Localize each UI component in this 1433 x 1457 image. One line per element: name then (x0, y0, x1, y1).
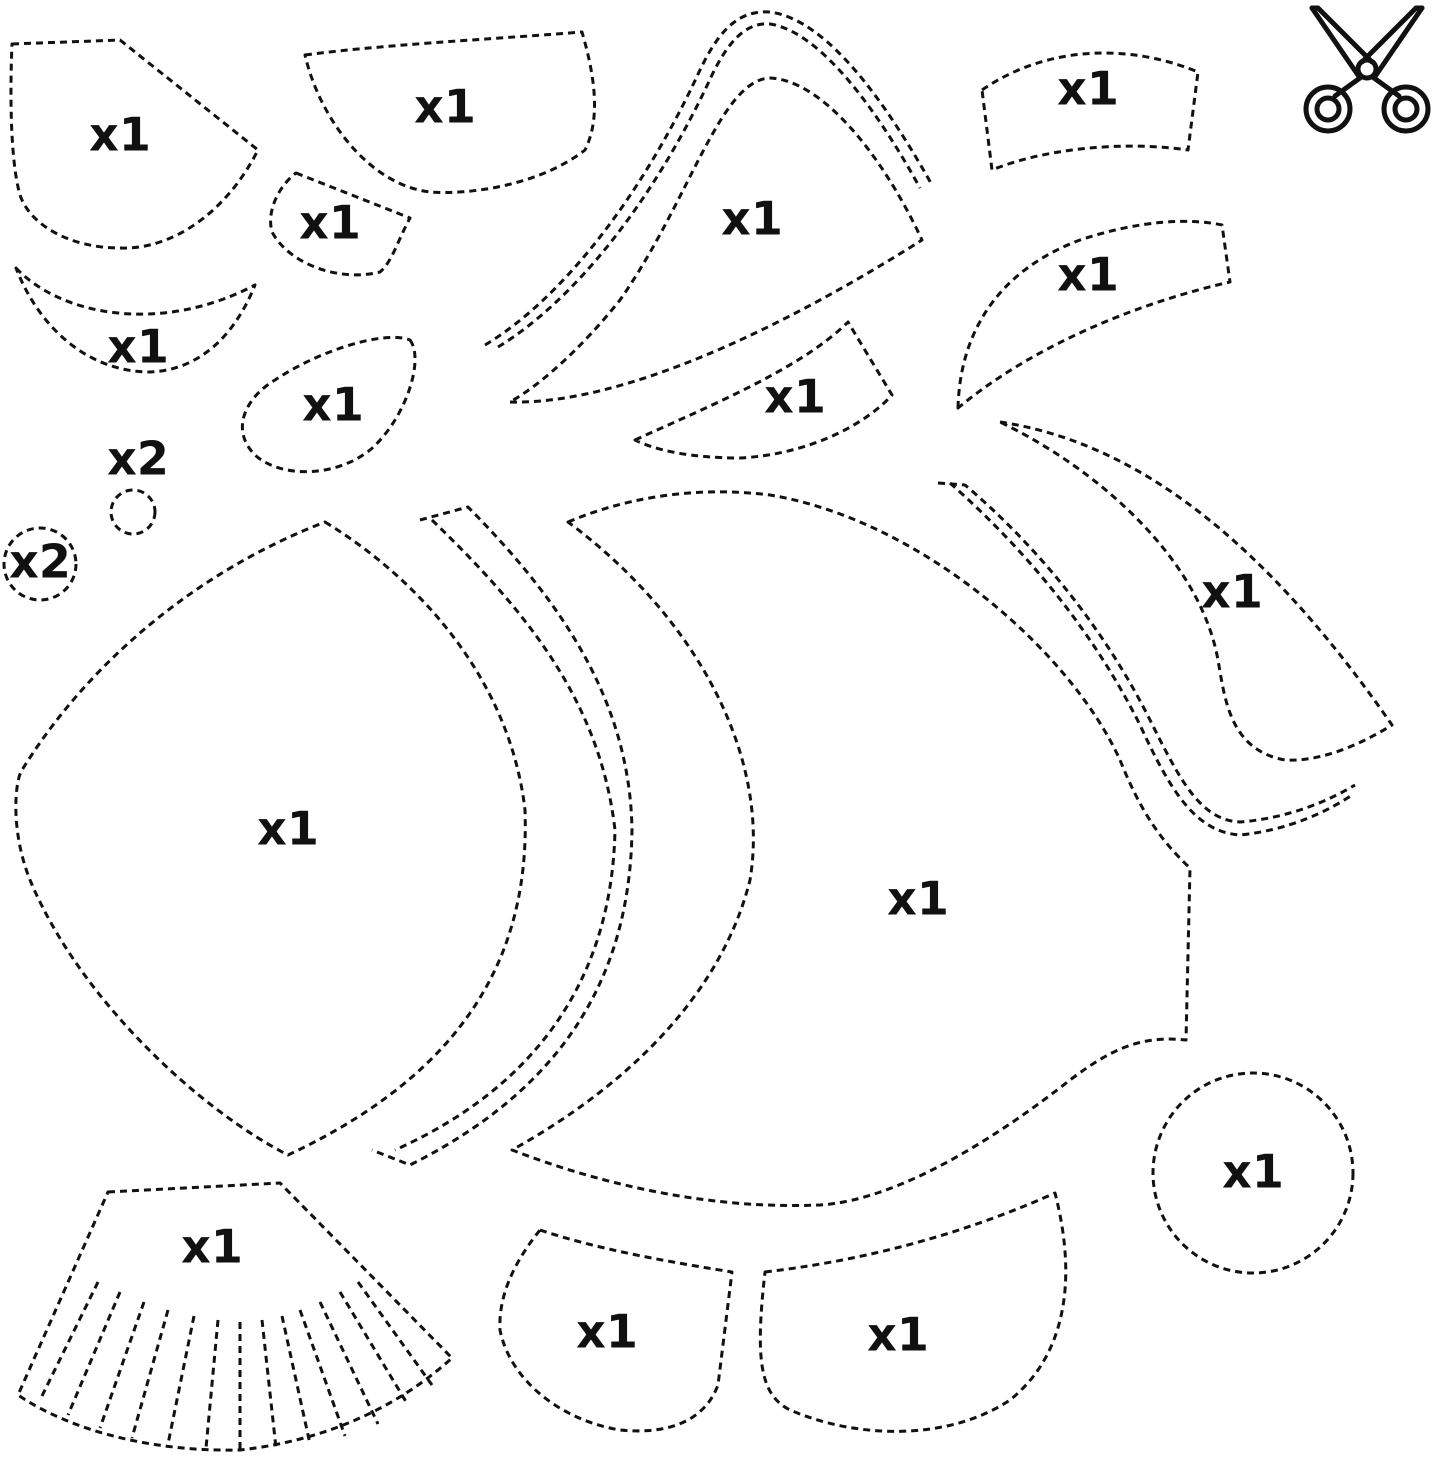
piece-quantity: x2 (9, 535, 71, 589)
piece-quantity: x1 (181, 1220, 243, 1274)
pattern-piece: x1 (510, 490, 1192, 1208)
pattern-piece: x1 (14, 266, 257, 374)
pattern-piece: x1 (16, 1181, 454, 1452)
piece-quantity: x1 (721, 192, 783, 246)
piece-quantity: x1 (1057, 248, 1119, 302)
pattern-piece: x1 (758, 1191, 1068, 1433)
pattern-piece: x1 (937, 420, 1394, 837)
piece-quantity: x1 (764, 370, 826, 424)
pattern-piece: x2 (107, 432, 169, 536)
scissors-icon (1303, 5, 1431, 134)
pattern-piece: x1 (269, 171, 412, 277)
pattern-piece: x1 (14, 505, 634, 1167)
piece-quantity: x1 (887, 872, 949, 926)
pattern-piece: x1 (633, 320, 894, 460)
piece-quantity: x1 (867, 1308, 929, 1362)
piece-quantity: x1 (1222, 1145, 1284, 1199)
piece-quantity: x1 (1057, 62, 1119, 116)
pattern-piece: x1 (240, 335, 417, 474)
piece-quantity: x1 (257, 802, 319, 856)
piece-quantity: x1 (302, 378, 364, 432)
piece-quantity: x1 (299, 196, 361, 250)
pattern-piece: x1 (9, 38, 260, 250)
pattern-piece: x1 (956, 219, 1232, 410)
piece-quantity: x1 (414, 80, 476, 134)
pattern-piece: x2 (2, 526, 78, 602)
piece-quantity: x1 (107, 320, 169, 374)
piece-quantity: x2 (107, 432, 169, 486)
piece-quantity: x1 (576, 1305, 638, 1359)
pattern-piece: x1 (484, 10, 934, 404)
pattern-piece: x1 (1151, 1071, 1355, 1275)
pattern-piece: x1 (980, 51, 1200, 172)
piece-quantity: x1 (89, 108, 151, 162)
pattern-piece: x1 (498, 1228, 734, 1433)
piece-quantity: x1 (1201, 565, 1263, 619)
pattern-piece: x1 (303, 30, 597, 194)
